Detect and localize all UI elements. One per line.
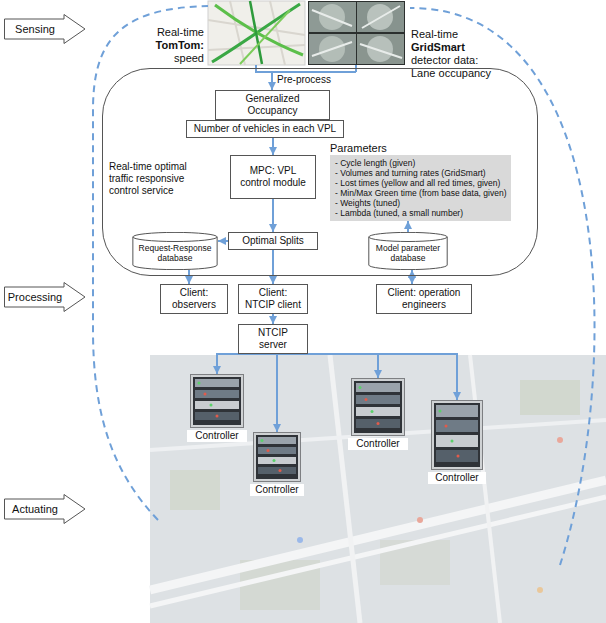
flow-arrow xyxy=(411,270,413,284)
process-box: Generalized Occupancy xyxy=(215,90,330,120)
parameter-item: - Lost times (yellow and all red times, … xyxy=(335,178,506,188)
cabinet-photo xyxy=(431,400,483,470)
process-box: Client: NTCIP client xyxy=(238,284,308,314)
flow-arrow xyxy=(188,270,190,284)
box-label: Generalized Occupancy xyxy=(220,93,325,117)
gridsmart-camera-views xyxy=(308,1,405,65)
process-box: Client: operation engineers xyxy=(376,284,472,314)
stage-label: Sensing xyxy=(4,14,66,44)
controller-cabinet: Controller xyxy=(348,378,408,450)
parameter-item: - Lambda (tuned, a small number) xyxy=(335,208,506,218)
caption-text: detector data: xyxy=(411,54,506,67)
flow-arrow xyxy=(217,354,273,374)
process-box: Number of vehicles in each VPL xyxy=(186,120,344,138)
cabinet-photo xyxy=(253,432,301,482)
flow-arrow xyxy=(273,354,378,378)
caption-text: Real-time xyxy=(411,28,506,41)
controller-label: Controller xyxy=(428,472,486,484)
service-label: Real-time optimal traffic responsive con… xyxy=(109,161,205,197)
controller-cabinet: Controller xyxy=(250,432,304,496)
stage-label: Processing xyxy=(4,282,66,312)
database-label: Request-Response database xyxy=(132,232,218,263)
box-label: MPC: VPL control module xyxy=(235,165,311,189)
parameter-item: - Volumes and turning rates (GridSmart) xyxy=(335,168,506,178)
process-box: MPC: VPL control module xyxy=(230,155,316,199)
stage-label: Actuating xyxy=(4,494,66,524)
flow-arrow xyxy=(407,221,409,232)
feedback-dashed-lines xyxy=(93,6,595,565)
box-label: NTCIP server xyxy=(243,327,303,351)
database-cylinder: Request-Response database xyxy=(132,232,218,270)
caption-text: Lane occupancy xyxy=(411,67,506,80)
stage-arrow: Processing xyxy=(4,282,86,312)
flow-arrow xyxy=(218,240,228,242)
controller-cabinet: Controller xyxy=(428,400,486,484)
parameters-heading: Parameters xyxy=(330,142,534,155)
box-label: Number of vehicles in each VPL xyxy=(191,123,339,135)
controller-label: Controller xyxy=(250,484,304,496)
parameter-item: - Weights (tuned) xyxy=(335,198,506,208)
caption-text: speed xyxy=(120,52,204,65)
caption-text: TomTom: xyxy=(120,39,204,52)
flow-arrow xyxy=(272,138,274,155)
database-cylinder: Model parameter database xyxy=(368,232,448,270)
controller-label: Controller xyxy=(348,438,408,450)
box-label: Client: NTCIP client xyxy=(243,287,303,311)
cabinet-photo xyxy=(190,374,244,428)
flow-arrow xyxy=(272,314,274,324)
database-label: Model parameter database xyxy=(368,232,448,263)
parameter-item: - Min/Max Green time (from base data, gi… xyxy=(335,188,506,198)
controller-label: Controller xyxy=(187,430,247,442)
tomtom-map xyxy=(208,1,305,65)
box-label: Client: operation engineers xyxy=(381,287,467,311)
box-label: Optimal Splits xyxy=(233,235,313,247)
stage-arrow: Actuating xyxy=(4,494,86,524)
process-box: NTCIP server xyxy=(238,324,308,354)
flow-arrow xyxy=(272,250,274,284)
service-container: Real-time optimal traffic responsive con… xyxy=(102,68,538,276)
box-label: Client: observers xyxy=(165,287,223,311)
controller-cabinet: Controller xyxy=(187,374,247,442)
process-box: Client: observers xyxy=(160,284,228,314)
aerial-map xyxy=(150,355,606,623)
parameter-item: - Cycle length (given) xyxy=(335,158,506,168)
process-box: Optimal Splits xyxy=(228,232,318,250)
flow-arrow xyxy=(272,199,274,232)
caption-text: GridSmart xyxy=(411,41,506,54)
parameter-box: Parameters- Cycle length (given)- Volume… xyxy=(330,142,534,221)
caption-text: Pre-process xyxy=(277,74,337,86)
stage-arrow: Sensing xyxy=(4,14,86,44)
parameter-panel: - Cycle length (given)- Volumes and turn… xyxy=(330,155,511,221)
cabinet-photo xyxy=(351,378,405,436)
flow-arrow xyxy=(273,354,277,432)
caption-text: Real-time xyxy=(120,26,204,39)
